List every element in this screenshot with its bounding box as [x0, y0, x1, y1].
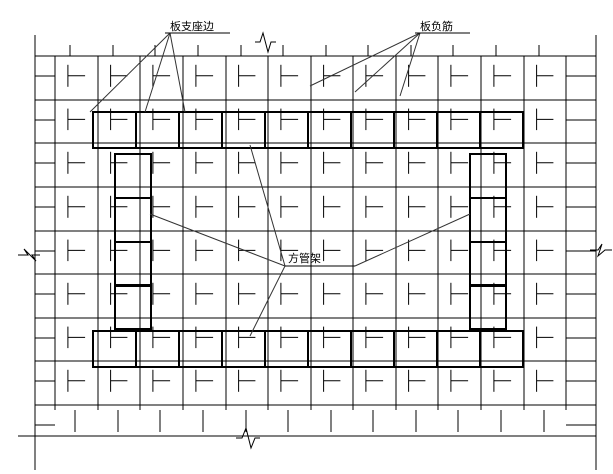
frame-left-cell [114, 197, 152, 243]
frame-bottom-cell [178, 330, 223, 368]
frame-bottom-cell [92, 330, 137, 368]
leader-top-right-2 [354, 32, 421, 93]
frame-right-cell [469, 284, 507, 330]
frame-bottom-cell [307, 330, 352, 368]
leader-top-right-1 [309, 32, 421, 87]
leader-center-3 [249, 265, 286, 337]
frame-left-cell [114, 241, 152, 287]
break-mark-top [255, 31, 276, 54]
frame-bottom-cell [393, 330, 438, 368]
break-marks [18, 31, 612, 450]
leader-top-left-2 [144, 32, 171, 113]
leader-lines [89, 32, 471, 337]
frame-top-cell [479, 111, 524, 149]
frame-bottom-cell [264, 330, 309, 368]
leader-top-left-1 [89, 32, 171, 113]
frame-right-cell [469, 241, 507, 287]
leader-center-1 [149, 213, 286, 267]
label-center: 方管架 [288, 251, 321, 265]
square-tube-frame [92, 111, 524, 368]
rebar-ticks [35, 45, 596, 432]
frame-bottom-cell [135, 330, 180, 368]
frame-left-cell [114, 284, 152, 330]
frame-right-cell [469, 197, 507, 243]
frame-right-cell [469, 153, 507, 199]
label-top-right: 板负筋 [420, 19, 453, 33]
leader-top-left-3 [169, 32, 186, 113]
frame-left-cell [114, 153, 152, 199]
frame-bottom-cell [350, 330, 395, 368]
leader-center-4 [354, 213, 471, 267]
break-mark-left [18, 248, 40, 262]
frame-bottom-cell [479, 330, 524, 368]
label-top-left: 板支座边 [170, 19, 214, 33]
break-mark-right [590, 243, 612, 258]
leader-top-right-3 [399, 32, 421, 97]
frame-bottom-cell [221, 330, 266, 368]
frame-bottom-cell [436, 330, 481, 368]
break-mark-bottom [236, 426, 260, 450]
leader-center-2 [249, 144, 286, 267]
